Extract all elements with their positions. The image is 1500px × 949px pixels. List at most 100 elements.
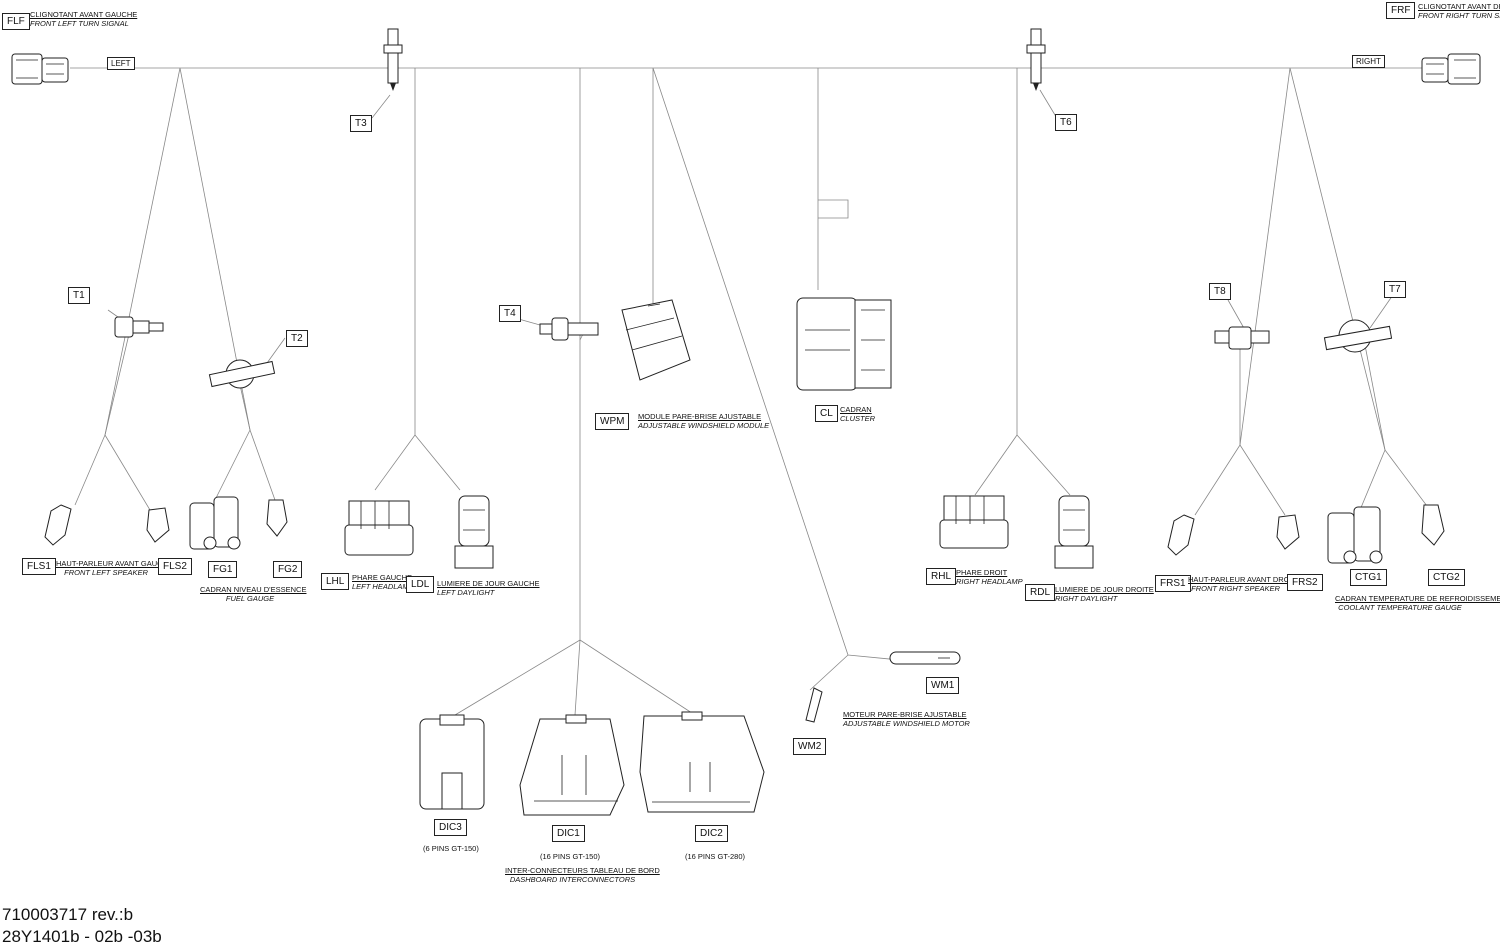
flf-label-fr: CLIGNOTANT AVANT GAUCHE [30, 10, 138, 19]
cl-label-fr: CADRAN [840, 405, 872, 414]
t8-code-box: T8 [1209, 283, 1231, 300]
t6-terminal-drawing [1026, 28, 1046, 91]
frf-code-box: FRF [1386, 2, 1416, 19]
fls1-terminal-drawing [44, 504, 72, 546]
fg1-connector-drawing [189, 496, 241, 550]
ldl-connector-drawing [454, 495, 494, 569]
t7-code-box: T7 [1384, 281, 1406, 298]
fls-label-fr: HAUT-PARLEUR AVANT GAUCHE [56, 559, 173, 568]
fg2-terminal-drawing [266, 499, 288, 537]
fg-label: CADRAN NIVEAU D'ESSENCE FUEL GAUGE [200, 585, 307, 603]
flf-code-box: FLF [2, 13, 30, 30]
right-side-tag: RIGHT [1352, 55, 1385, 68]
dic3-code-box: DIC3 [434, 819, 467, 836]
frf-connector-drawing [1421, 53, 1481, 85]
ctg-label-en: COOLANT TEMPERATURE GAUGE [1338, 603, 1462, 612]
left-side-tag: LEFT [107, 57, 135, 70]
frs2-code-box: FRS2 [1287, 574, 1323, 591]
lhl-label: PHARE GAUCHE LEFT HEADLAMP [352, 573, 414, 591]
ctg-label-fr: CADRAN TEMPERATURE DE REFROIDISSEMENT [1335, 594, 1500, 603]
flf-label-en: FRONT LEFT TURN SIGNAL [30, 19, 129, 28]
frs1-terminal-drawing [1167, 514, 1195, 556]
frs-label-fr: HAUT-PARLEUR AVANT DROIT [1188, 575, 1297, 584]
frs2-terminal-drawing [1276, 514, 1300, 550]
frs-label-en: FRONT RIGHT SPEAKER [1191, 584, 1280, 593]
dic1-code-box: DIC1 [552, 825, 585, 842]
branch-wire-right-gauges [1194, 67, 1431, 516]
cl-label: CADRAN CLUSTER [840, 405, 875, 423]
wm-label: MOTEUR PARE-BRISE AJUSTABLE ADJUSTABLE W… [843, 710, 970, 728]
frf-label: CLIGNOTANT AVANT DROIT FRONT RIGHT TURN … [1418, 2, 1500, 20]
t2-sender-drawing [208, 359, 276, 389]
t4-code-box: T4 [499, 305, 521, 322]
t8-sensor-drawing [1214, 326, 1270, 350]
flf-label: CLIGNOTANT AVANT GAUCHE FRONT LEFT TURN … [30, 10, 137, 28]
frf-label-en: FRONT RIGHT TURN SIGNAL [1418, 11, 1500, 20]
dic3-connector-drawing [419, 714, 485, 810]
wm1-code-box: WM1 [926, 677, 960, 694]
flf-connector-drawing [11, 53, 69, 85]
branch-wire-dashboard [454, 68, 696, 716]
dic2-connector-drawing [639, 711, 765, 813]
wm-label-en: ADJUSTABLE WINDSHIELD MOTOR [843, 719, 970, 728]
fg-label-en: FUEL GAUGE [225, 594, 275, 603]
ctg-label: CADRAN TEMPERATURE DE REFROIDISSEMENT CO… [1335, 594, 1500, 612]
wm1-pin-drawing [889, 651, 961, 665]
rhl-label-fr: PHARE DROIT [956, 568, 1008, 577]
rhl-code-box: RHL [926, 568, 957, 585]
branch-wire-left-gauges [74, 67, 276, 511]
t4-sensor-drawing [539, 317, 599, 341]
rdl-code-box: RDL [1025, 584, 1056, 601]
part-number: 710003717 rev.:b [2, 905, 134, 924]
fg1-code-box: FG1 [208, 561, 238, 578]
ldl-code-box: LDL [406, 576, 435, 593]
cl-label-en: CLUSTER [840, 414, 876, 423]
frf-label-fr: CLIGNOTANT AVANT DROIT [1418, 2, 1500, 11]
t3-terminal-drawing [383, 28, 403, 91]
lhl-code-box: LHL [321, 573, 350, 590]
dic2-code-box: DIC2 [695, 825, 728, 842]
wm2-pin-drawing [805, 687, 823, 723]
frs1-code-box: FRS1 [1155, 575, 1191, 592]
rhl-connector-drawing [939, 495, 1009, 549]
wm2-code-box: WM2 [793, 738, 827, 755]
t1-code-box: T1 [68, 287, 90, 304]
lhl-label-fr: PHARE GAUCHE [352, 573, 413, 582]
wpm-code-box: WPM [595, 413, 630, 430]
rhl-label-en: RIGHT HEADLAMP [956, 577, 1023, 586]
rdl-label-en: RIGHT DAYLIGHT [1055, 594, 1118, 603]
dic1-connector-drawing [519, 714, 625, 816]
dic2-pins: (16 PINS GT-280) [685, 852, 746, 861]
ctg2-terminal-drawing [1421, 504, 1445, 546]
cl-code-box: CL [815, 405, 838, 422]
dic-label-fr: INTER-CONNECTEURS TABLEAU DE BORD [505, 866, 660, 875]
ldl-label-fr: LUMIERE DE JOUR GAUCHE [437, 579, 540, 588]
fls2-terminal-drawing [146, 507, 170, 543]
lhl-label-en: LEFT HEADLAMP [352, 582, 414, 591]
ctg1-code-box: CTG1 [1350, 569, 1387, 586]
wpm-label: MODULE PARE-BRISE AJUSTABLE ADJUSTABLE W… [638, 412, 769, 430]
fg-label-fr: CADRAN NIVEAU D'ESSENCE [200, 585, 307, 594]
wpm-label-en: ADJUSTABLE WINDSHIELD MODULE [638, 421, 770, 430]
cluster-connector-drawing [796, 297, 892, 391]
fls-label-en: FRONT LEFT SPEAKER [64, 568, 148, 577]
ldl-label-en: LEFT DAYLIGHT [437, 588, 495, 597]
fls1-code-box: FLS1 [22, 558, 56, 575]
dic1-pins: (16 PINS GT-150) [540, 852, 601, 861]
wpm-module-drawing [621, 299, 691, 381]
t3-code-box: T3 [350, 115, 372, 132]
rdl-label-fr: LUMIERE DE JOUR DROITE [1055, 585, 1154, 594]
rhl-label: PHARE DROIT RIGHT HEADLAMP [956, 568, 1023, 586]
t1-sensor-drawing [114, 316, 164, 338]
model-code: 28Y1401b - 02b -03b [2, 927, 162, 946]
branch-wire-wpm [652, 67, 901, 691]
rdl-connector-drawing [1054, 495, 1094, 569]
dic-label-en: DASHBOARD INTERCONNECTORS [509, 875, 636, 884]
lhl-connector-drawing [344, 500, 414, 556]
dic3-pins: (6 PINS GT-150) [423, 844, 479, 853]
fls-label: HAUT-PARLEUR AVANT GAUCHE FRONT LEFT SPE… [56, 559, 173, 577]
t7-sender-drawing [1323, 319, 1393, 353]
wm-label-fr: MOTEUR PARE-BRISE AJUSTABLE [843, 710, 967, 719]
